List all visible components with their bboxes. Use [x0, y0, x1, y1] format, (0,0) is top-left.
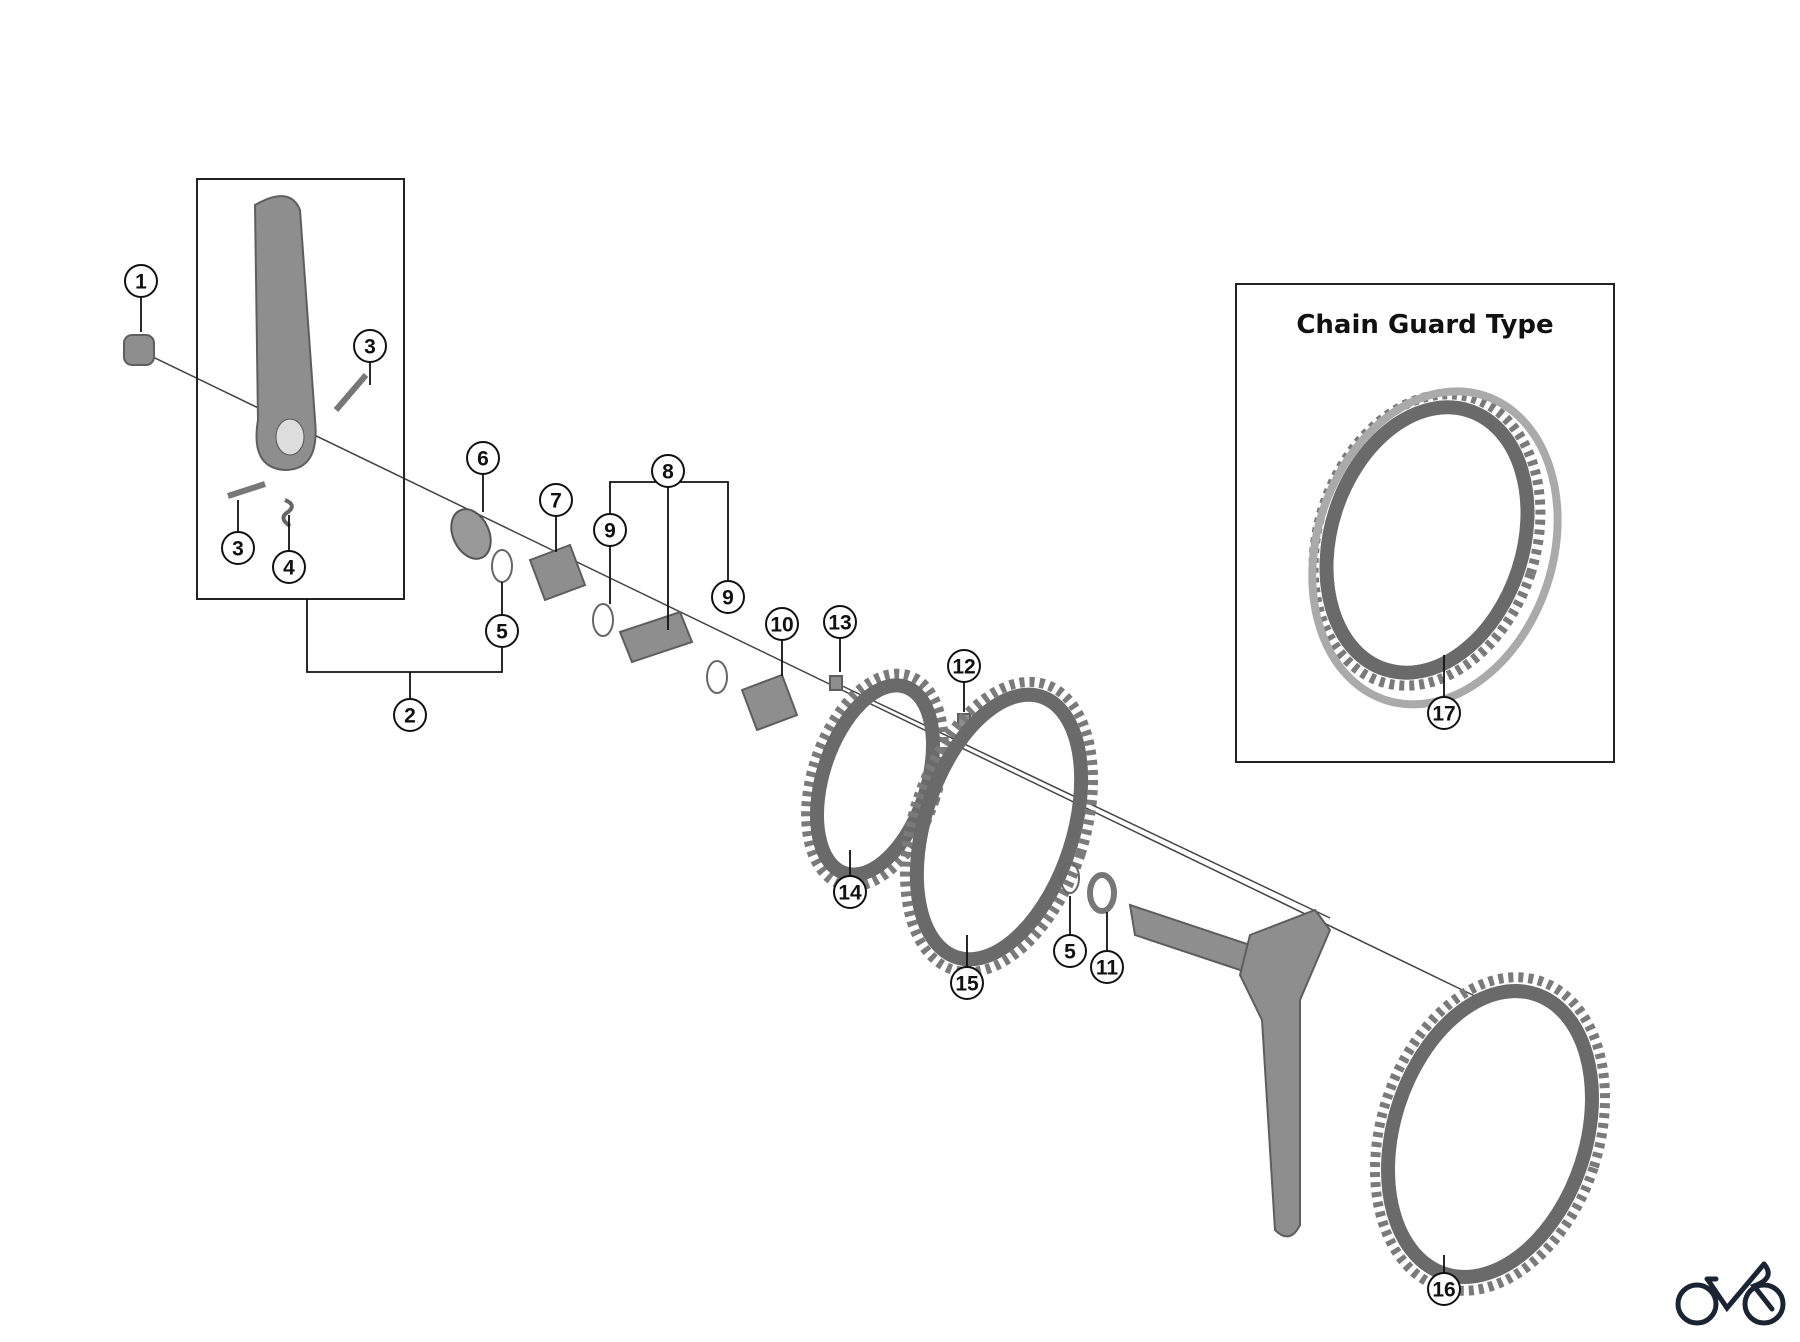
- left-crank-hole: [275, 418, 305, 456]
- callout-4: 4: [272, 550, 306, 584]
- callout-10: 10: [765, 607, 799, 641]
- inset-title: Chain Guard Type: [1296, 310, 1553, 340]
- chainring-nut-part: [829, 675, 843, 691]
- callout-7: 7: [539, 483, 573, 517]
- callout-9: 9: [711, 580, 745, 614]
- callout-13: 13: [823, 605, 857, 639]
- o-ring-part: [1060, 862, 1080, 894]
- svg-text:1: 1: [135, 271, 147, 294]
- svg-text:12: 12: [952, 656, 975, 679]
- svg-text:16: 16: [1432, 1279, 1455, 1302]
- callout-12: 12: [947, 649, 981, 683]
- callout-2: 2: [393, 698, 427, 732]
- pinch-bolt-part: [333, 373, 369, 412]
- callout-9: 9: [593, 513, 627, 547]
- bb-cup-right-part: [740, 673, 799, 732]
- callout-16: 16: [1427, 1272, 1461, 1306]
- chainring-large: [1370, 972, 1610, 1296]
- svg-text:14: 14: [838, 882, 862, 905]
- adapter-part: [1087, 872, 1117, 914]
- svg-text:13: 13: [828, 612, 851, 635]
- svg-text:9: 9: [722, 587, 734, 610]
- callout-14: 14: [833, 875, 867, 909]
- callouts: 1 3 3 4 6 7 5 2 8 9 9 10 13 12 14 15 5 1…: [124, 264, 1461, 1306]
- crank-cap-part: [123, 334, 155, 366]
- o-ring-part: [592, 603, 614, 637]
- svg-text:5: 5: [496, 621, 508, 644]
- callout-3: 3: [353, 329, 387, 363]
- main-axis-line: [125, 343, 1482, 1000]
- callout-5: 5: [1053, 934, 1087, 968]
- callout-5: 5: [485, 614, 519, 648]
- safety-clip-part: [281, 498, 294, 528]
- svg-text:17: 17: [1432, 703, 1455, 726]
- pinch-bolt-part: [227, 481, 266, 499]
- o-ring-part: [491, 549, 513, 583]
- svg-text:7: 7: [550, 490, 562, 513]
- left-crank-box: [196, 178, 405, 600]
- leader-lines: [140, 297, 1445, 1273]
- callout-15: 15: [950, 966, 984, 1000]
- svg-text:5: 5: [1064, 941, 1076, 964]
- spacer-part: [450, 508, 492, 560]
- left-crank-arm: [253, 195, 317, 472]
- bb-sleeve-part: [618, 610, 694, 664]
- chainring-with-guard: [1308, 387, 1562, 709]
- callout-3: 3: [221, 531, 255, 565]
- right-crank-arm: [1238, 908, 1332, 1238]
- bb-cup-left-part: [528, 543, 587, 602]
- svg-text:3: 3: [364, 336, 376, 359]
- svg-text:15: 15: [955, 973, 979, 996]
- svg-text:2: 2: [404, 705, 416, 728]
- callout-11: 11: [1090, 950, 1124, 984]
- callout-1: 1: [124, 264, 158, 298]
- svg-text:11: 11: [1096, 957, 1119, 980]
- bicycle-logo-icon: [1675, 1261, 1786, 1326]
- svg-text:9: 9: [604, 520, 616, 543]
- chainring-middle: [899, 676, 1099, 978]
- callout-6: 6: [466, 441, 500, 475]
- svg-text:6: 6: [477, 448, 489, 471]
- crank-axle-part: [1128, 903, 1257, 977]
- callout-17: 17: [1427, 696, 1461, 730]
- o-ring-part: [706, 660, 728, 694]
- svg-text:3: 3: [232, 538, 244, 561]
- svg-text:8: 8: [662, 461, 674, 484]
- callout-8: 8: [651, 454, 685, 488]
- svg-text:10: 10: [770, 614, 793, 637]
- svg-text:4: 4: [283, 557, 295, 580]
- chain-guard-inset-box: [1235, 283, 1615, 763]
